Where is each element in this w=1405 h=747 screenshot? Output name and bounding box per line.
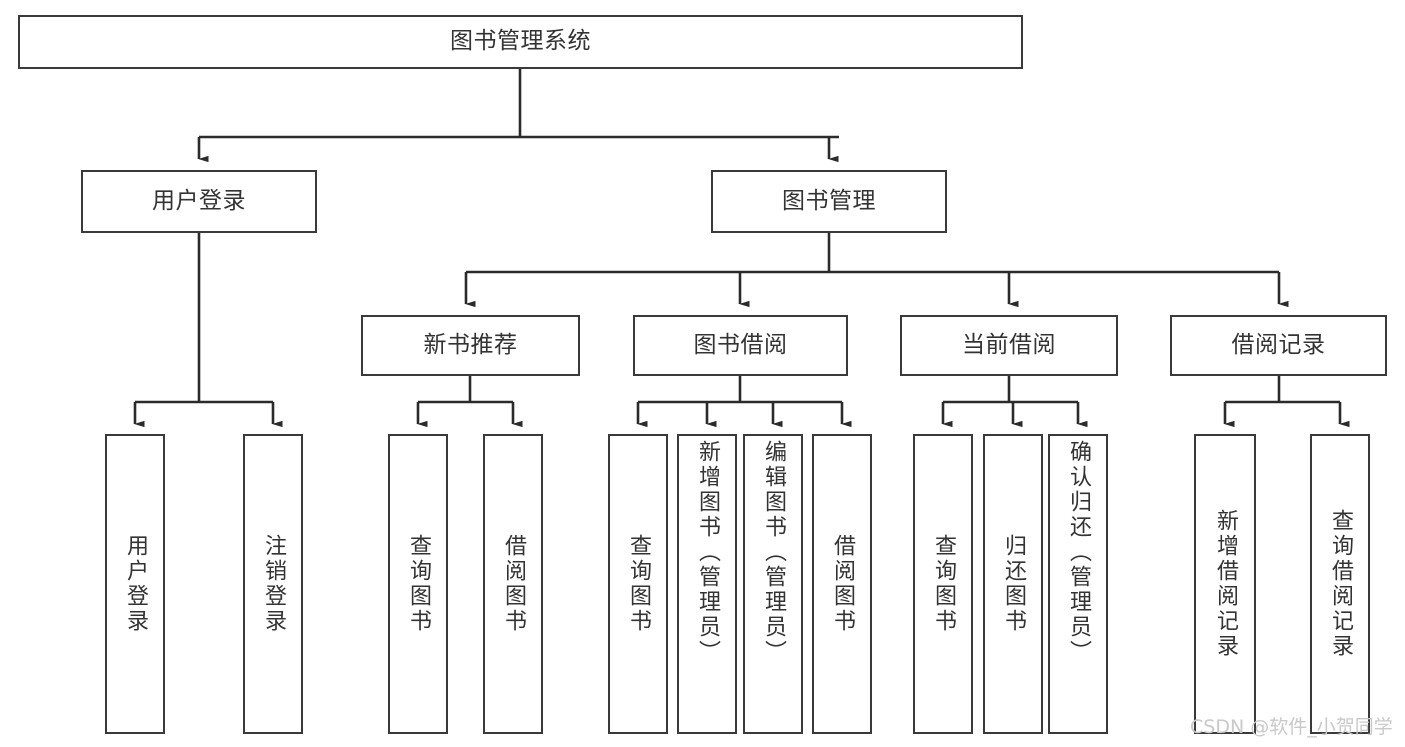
leaf-borrow-book-1-label: 借阅图书 (501, 534, 526, 634)
node-new-book-recommend-label: 新书推荐 (423, 331, 518, 358)
node-new-book-recommend[interactable]: 新书推荐 (361, 315, 580, 376)
node-root[interactable]: 图书管理系统 (18, 15, 1023, 69)
leaf-query-book-2-label: 查询图书 (626, 534, 651, 634)
leaf-query-record-label: 查询借阅记录 (1328, 509, 1353, 659)
watermark: CSDN @软件_小贺同学 (1190, 716, 1393, 738)
leaf-query-book-1-label: 查询图书 (406, 534, 431, 634)
leaf-add-book-label: 新增图书（管理员） (695, 440, 720, 665)
leaf-return-book-label: 归还图书 (1001, 534, 1026, 634)
leaf-logout-login-label: 注销登录 (261, 534, 286, 634)
node-current-borrow-label: 当前借阅 (962, 331, 1056, 358)
leaf-edit-book[interactable]: 编辑图书（管理员） (743, 434, 803, 734)
leaf-confirm-return-label: 确认归还（管理员） (1066, 440, 1091, 665)
leaf-confirm-return[interactable]: 确认归还（管理员） (1048, 434, 1108, 734)
leaf-user-login[interactable]: 用户登录 (105, 434, 165, 734)
leaf-query-book-1[interactable]: 查询图书 (388, 434, 448, 734)
node-user-login-label: 用户登录 (152, 187, 246, 214)
leaf-query-book-3-label: 查询图书 (931, 534, 956, 634)
leaf-edit-book-label: 编辑图书（管理员） (761, 440, 786, 665)
leaf-query-book-2[interactable]: 查询图书 (608, 434, 668, 734)
node-current-borrow[interactable]: 当前借阅 (900, 315, 1118, 376)
node-book-manage-label: 图书管理 (782, 187, 876, 214)
node-borrow-record-label: 借阅记录 (1231, 331, 1326, 358)
leaf-borrow-book-1[interactable]: 借阅图书 (483, 434, 543, 734)
leaf-add-book[interactable]: 新增图书（管理员） (677, 434, 737, 734)
leaf-query-record[interactable]: 查询借阅记录 (1310, 434, 1370, 734)
leaf-add-record[interactable]: 新增借阅记录 (1194, 434, 1256, 734)
node-book-manage[interactable]: 图书管理 (711, 170, 947, 233)
leaf-return-book[interactable]: 归还图书 (983, 434, 1043, 734)
leaf-add-record-label: 新增借阅记录 (1213, 509, 1238, 659)
node-book-borrow[interactable]: 图书借阅 (633, 315, 848, 376)
node-user-login[interactable]: 用户登录 (81, 170, 317, 233)
leaf-user-login-label: 用户登录 (123, 534, 148, 634)
leaf-query-book-3[interactable]: 查询图书 (913, 434, 973, 734)
leaf-borrow-book-2[interactable]: 借阅图书 (812, 434, 872, 734)
leaf-logout-login[interactable]: 注销登录 (243, 434, 303, 734)
leaf-borrow-book-2-label: 借阅图书 (830, 534, 855, 634)
node-book-borrow-label: 图书借阅 (693, 331, 788, 358)
node-root-label: 图书管理系统 (450, 28, 591, 55)
node-borrow-record[interactable]: 借阅记录 (1170, 315, 1387, 376)
